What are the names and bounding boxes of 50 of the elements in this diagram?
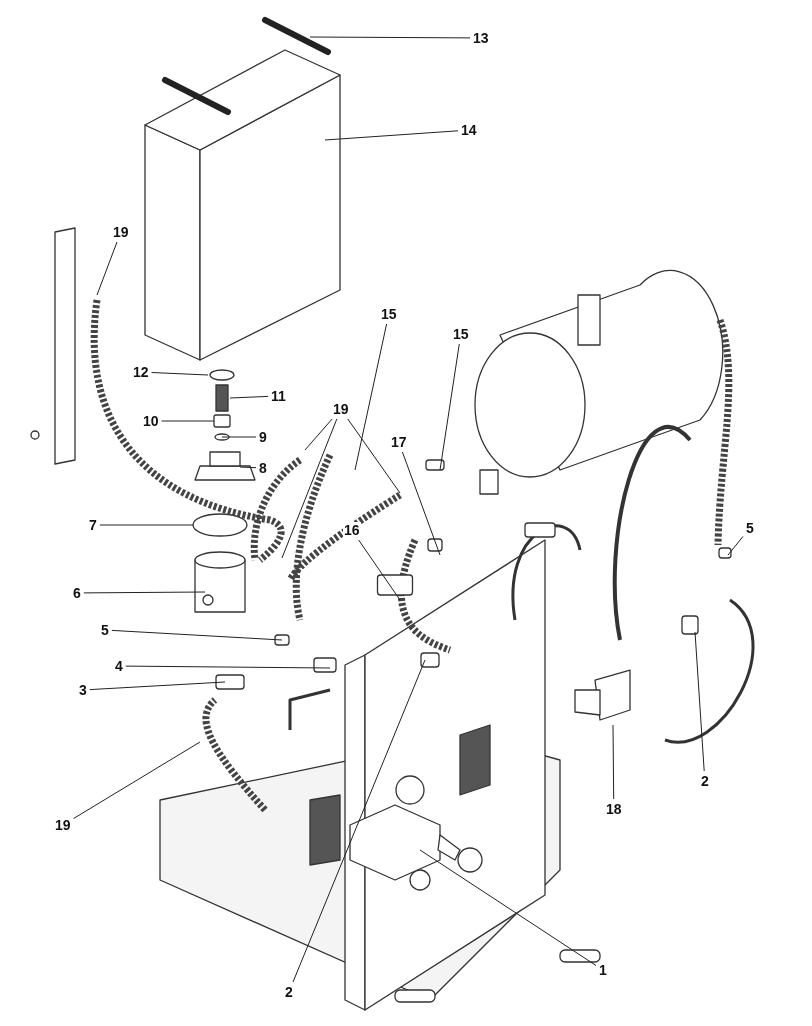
- leader-line: [727, 536, 744, 556]
- callout-number: 19: [54, 817, 72, 833]
- callout-number: 15: [380, 306, 398, 322]
- callout-number: 6: [72, 585, 82, 601]
- leader-line: [125, 665, 331, 669]
- callout-number: 5: [745, 520, 755, 536]
- callout-number: 19: [112, 224, 130, 240]
- callout-number: 19: [332, 401, 350, 417]
- leader-line: [229, 395, 269, 399]
- callout-number: 9: [258, 429, 268, 445]
- leader-line: [694, 631, 705, 772]
- leader-line: [439, 343, 460, 471]
- leader-line: [612, 724, 615, 800]
- callout-number: 10: [142, 413, 160, 429]
- leader-line: [151, 372, 209, 376]
- callout-number: 12: [132, 364, 150, 380]
- leader-line: [347, 418, 401, 494]
- callout-number: 4: [114, 658, 124, 674]
- callout-number: 7: [88, 517, 98, 533]
- leader-line: [419, 849, 597, 966]
- callout-number: 17: [390, 434, 408, 450]
- leader-line: [83, 591, 206, 594]
- leader-line: [281, 418, 338, 559]
- callout-number: 5: [100, 622, 110, 638]
- leader-line: [354, 323, 388, 471]
- leader-line: [161, 420, 215, 422]
- callout-number: 2: [700, 773, 710, 789]
- leader-line: [99, 524, 194, 526]
- leader-line: [96, 241, 118, 296]
- leader-line: [73, 741, 201, 819]
- callout-number: 16: [343, 522, 361, 538]
- leader-line: [358, 539, 401, 601]
- leader-line: [239, 466, 257, 469]
- leader-line: [89, 681, 226, 691]
- callout-number: 3: [78, 682, 88, 698]
- callout-number: 1: [598, 962, 608, 978]
- leader-line: [111, 629, 283, 641]
- leader-line: [292, 659, 426, 983]
- leader-line: [309, 36, 471, 39]
- callout-number: 2: [284, 984, 294, 1000]
- callout-number: 15: [452, 326, 470, 342]
- leader-line: [401, 451, 441, 556]
- callout-number: 13: [472, 30, 490, 46]
- leader-line: [324, 130, 459, 141]
- callout-number: 11: [270, 388, 287, 404]
- leader-line: [304, 418, 333, 451]
- callout-number: 14: [460, 122, 478, 138]
- leader-line: [221, 436, 257, 438]
- callout-number: 8: [258, 460, 268, 476]
- callout-number: 18: [605, 801, 623, 817]
